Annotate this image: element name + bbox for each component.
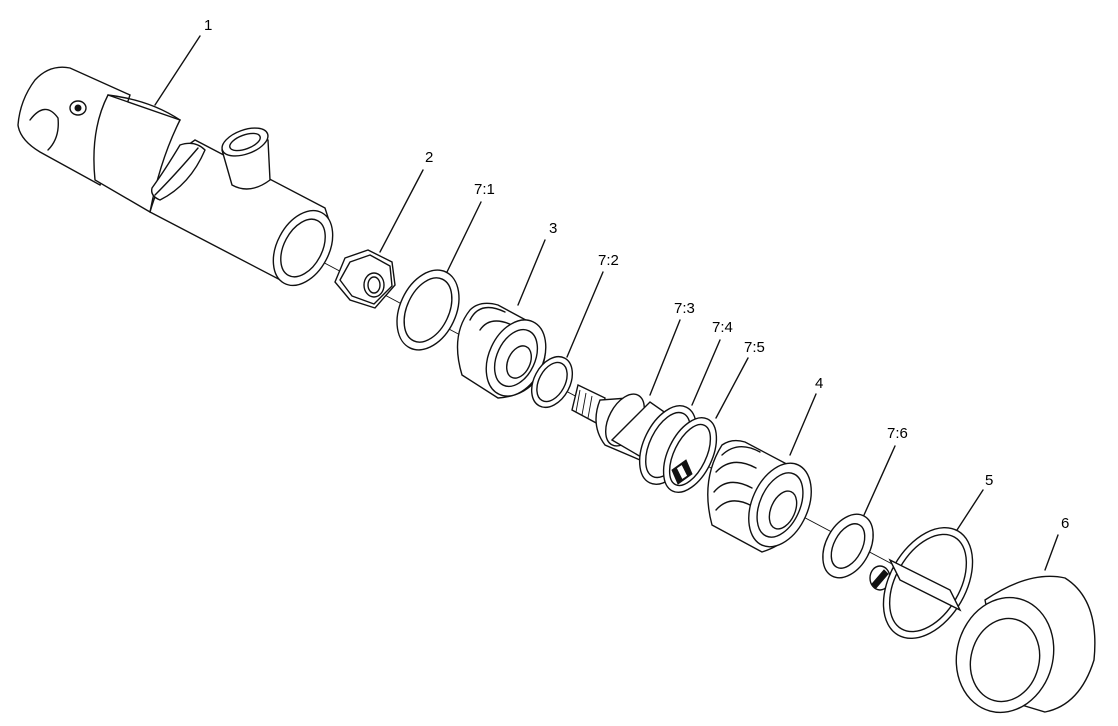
- callout-3: 3: [549, 220, 557, 237]
- leader-4: [789, 393, 817, 456]
- callout-7-5: 7:5: [744, 339, 765, 356]
- leader-7-1: [446, 201, 482, 273]
- part-7-5-seal-ring: [662, 417, 718, 493]
- leader-1: [154, 35, 201, 106]
- leader-3: [517, 239, 546, 306]
- leader-7-3: [649, 319, 681, 396]
- callout-7-1: 7:1: [474, 181, 495, 198]
- leader-lines: [154, 35, 1059, 571]
- callout-7-4: 7:4: [712, 319, 733, 336]
- callout-5: 5: [985, 472, 993, 489]
- callout-7-3: 7:3: [674, 300, 695, 317]
- callout-1: 1: [204, 17, 212, 34]
- callout-7-2: 7:2: [598, 252, 619, 269]
- leader-7-2: [566, 271, 604, 358]
- part-7-1-seal-ring: [396, 269, 460, 351]
- part-7-2-o-ring: [530, 356, 574, 408]
- part-3-gland: [456, 302, 547, 399]
- leader-7-5: [715, 357, 749, 419]
- leader-2: [379, 169, 424, 253]
- part-1-cylinder-body: [17, 66, 334, 287]
- part-4-piston-head: [707, 439, 812, 553]
- leader-6: [1044, 534, 1059, 571]
- leader-7-4: [691, 339, 721, 406]
- part-5-retaining-ring: [882, 526, 974, 640]
- callout-6: 6: [1061, 515, 1069, 532]
- leader-7-6: [863, 445, 896, 516]
- callout-2: 2: [425, 149, 433, 166]
- callout-labels: 1 2 7:1 3 7:2 7:3 7:4 7:5 4 7:6 5 6: [204, 17, 1069, 532]
- leader-5: [956, 489, 984, 531]
- part-6-rod-eye: [955, 575, 1096, 714]
- part-2-hex-nut: [334, 249, 396, 309]
- part-7-6-wiper: [822, 513, 891, 591]
- callout-7-6: 7:6: [887, 425, 908, 442]
- callout-4: 4: [815, 375, 823, 392]
